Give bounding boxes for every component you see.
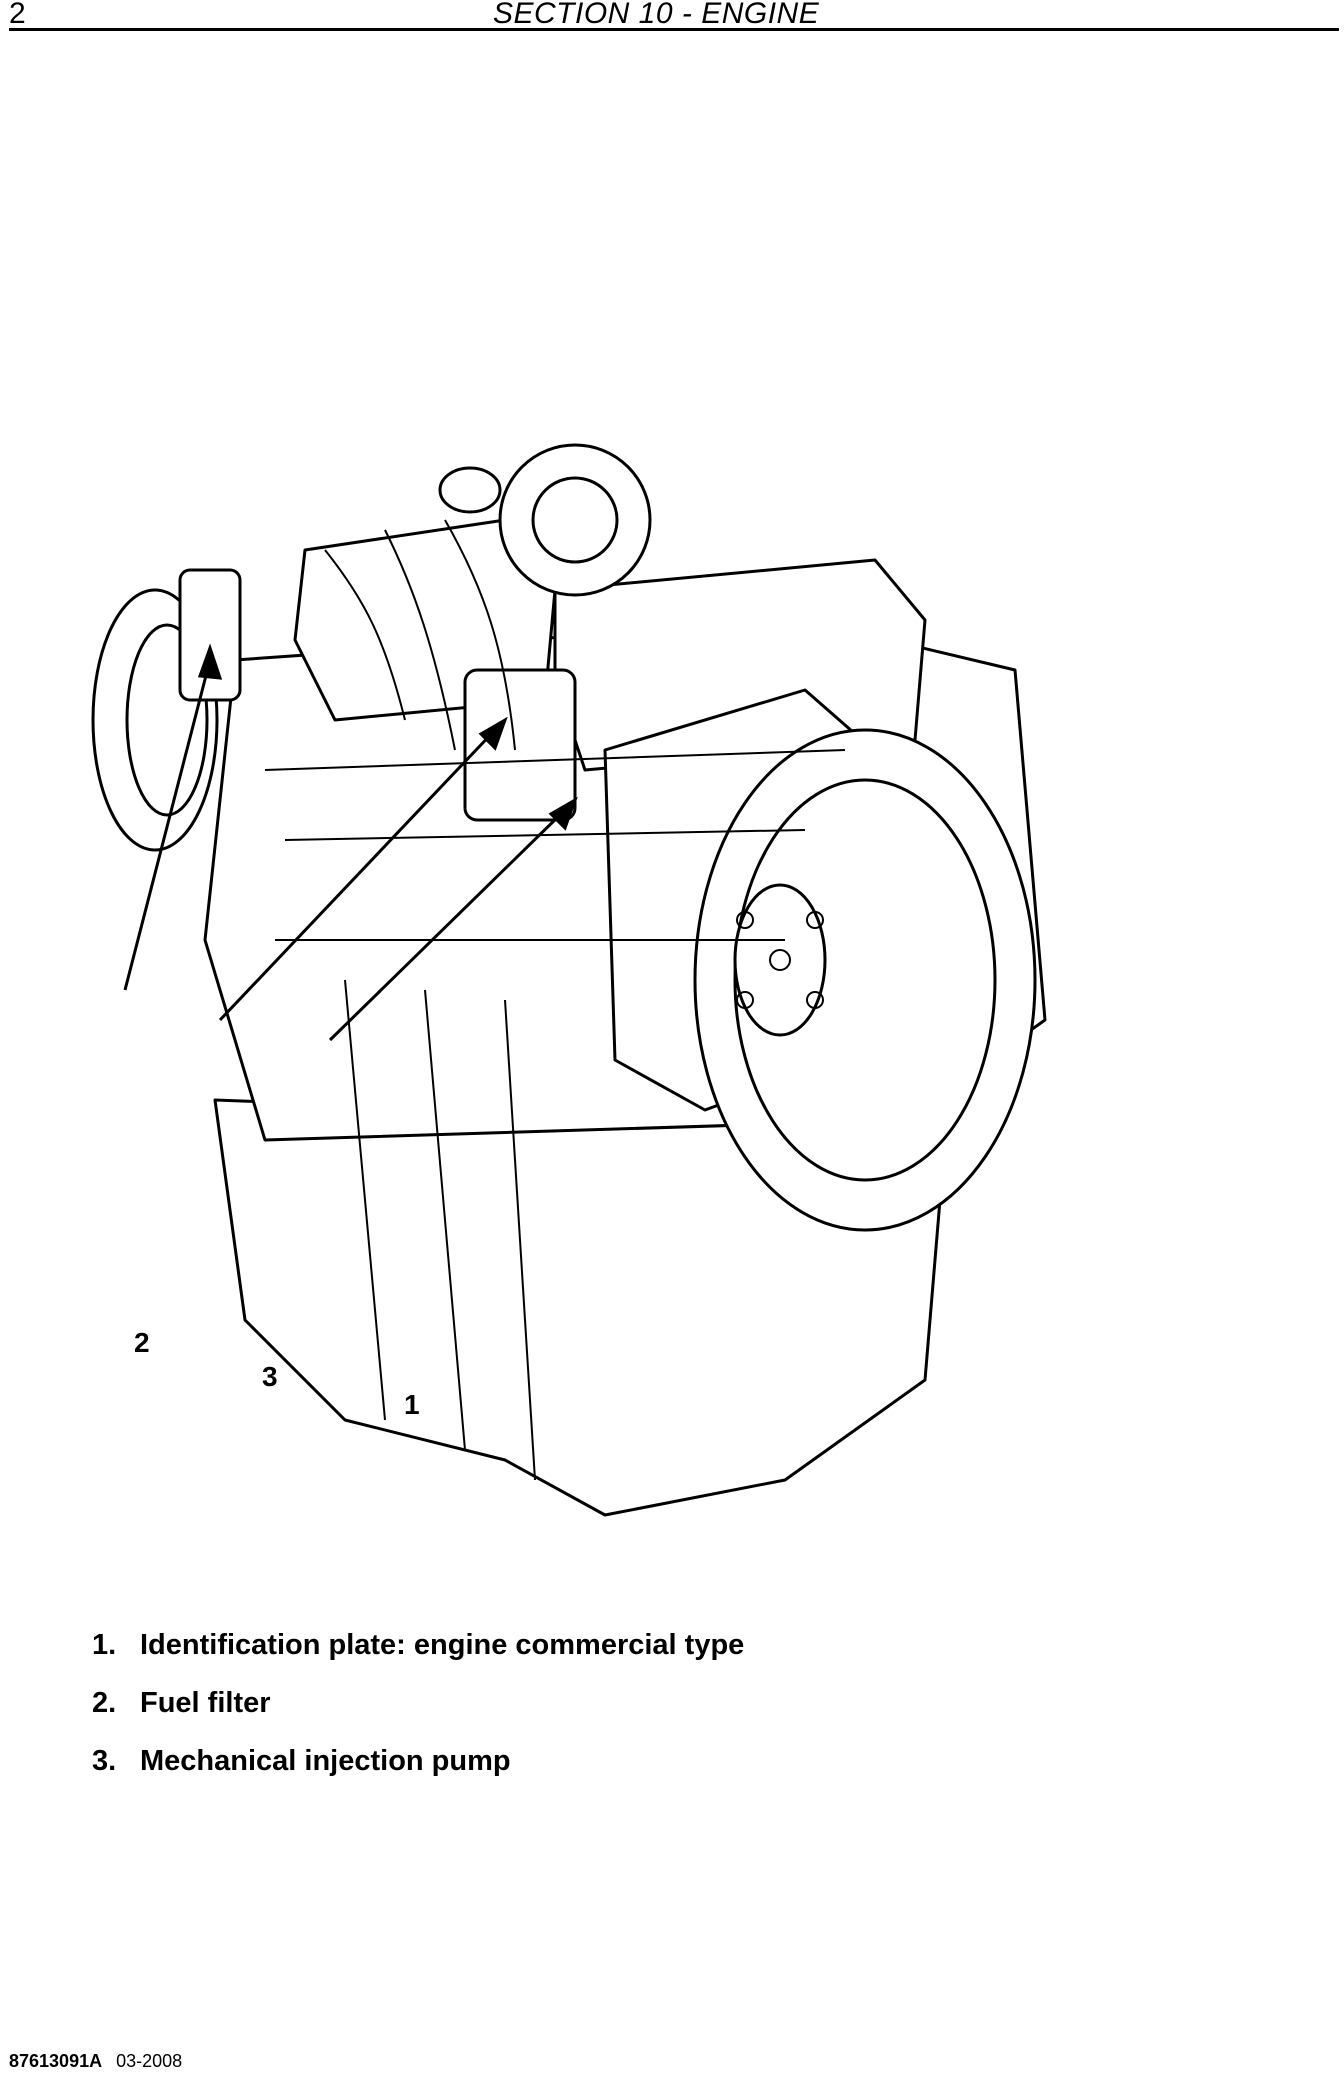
injection-pump bbox=[463, 668, 577, 822]
legend-item: 2. Fuel filter bbox=[92, 1686, 992, 1744]
header-rule bbox=[9, 28, 1339, 31]
legend-number: 2. bbox=[92, 1687, 117, 1719]
document-date: 03-2008 bbox=[116, 2051, 183, 2071]
legend-item: 1. Identification plate: engine commerci… bbox=[92, 1628, 992, 1686]
legend-number: 3. bbox=[92, 1745, 117, 1777]
document-code: 87613091A bbox=[9, 2051, 103, 2071]
figure-legend: 1. Identification plate: engine commerci… bbox=[92, 1628, 992, 1802]
leader-line-2 bbox=[123, 659, 212, 991]
callout-2: 2 bbox=[134, 1327, 150, 1358]
legend-text: Fuel filter bbox=[140, 1687, 271, 1719]
page-number: 2 bbox=[9, 0, 26, 30]
legend-number: 1. bbox=[92, 1629, 117, 1661]
section-title: SECTION 10 - ENGINE bbox=[493, 0, 820, 30]
page-header: 2 SECTION 10 - ENGINE bbox=[0, 0, 1344, 32]
legend-item: 3. Mechanical injection pump bbox=[92, 1744, 992, 1802]
leader-line-1 bbox=[328, 808, 567, 1042]
fuel-filter bbox=[178, 568, 242, 702]
callout-1: 1 bbox=[404, 1389, 420, 1420]
engine-illustration bbox=[91, 443, 1047, 1517]
leader-line-3 bbox=[218, 728, 497, 1022]
legend-text: Mechanical injection pump bbox=[140, 1745, 511, 1777]
legend-text: Identification plate: engine commercial … bbox=[140, 1629, 745, 1661]
callout-3: 3 bbox=[262, 1361, 278, 1392]
page-footer: 87613091A 03-2008 bbox=[9, 2050, 182, 2072]
